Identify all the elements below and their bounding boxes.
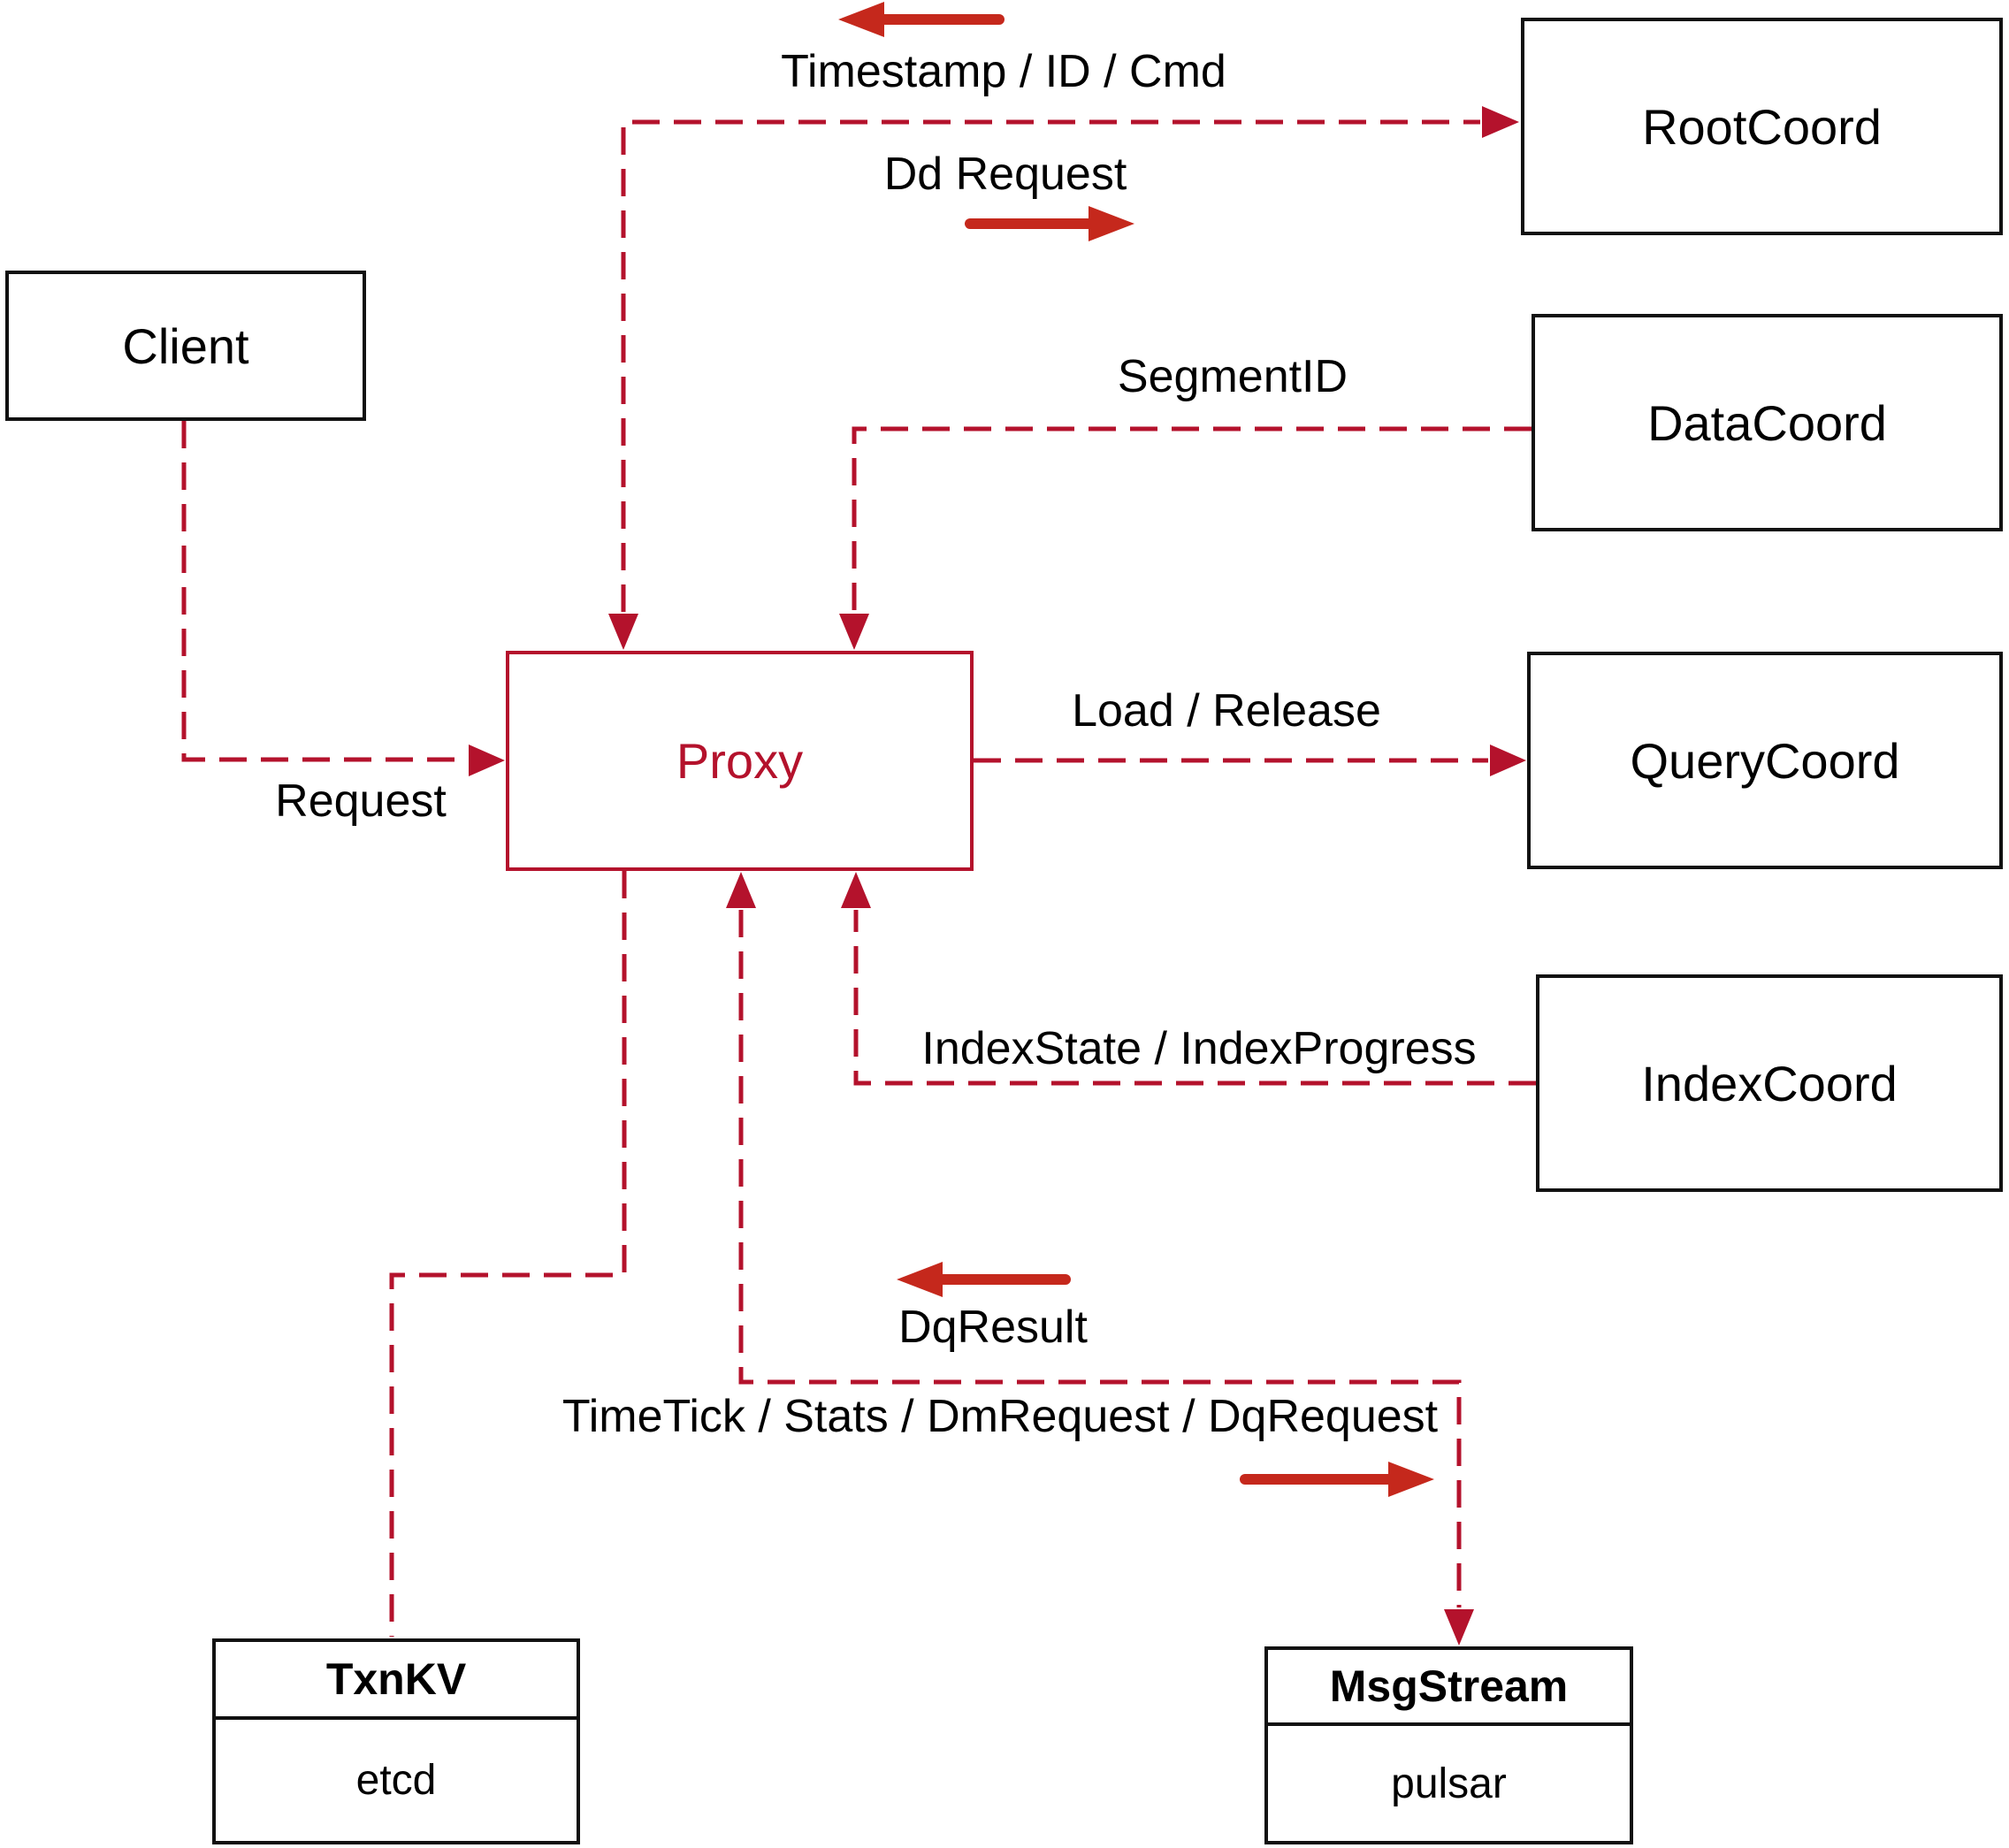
arrowhead-into-querycoord-icon	[1490, 745, 1526, 776]
connector-proxy-txnkv	[389, 871, 627, 1637]
arrowhead-into-rootcoord-icon	[1482, 106, 1519, 138]
txnkv-title: TxnKV	[216, 1642, 577, 1720]
proxy-label: Proxy	[676, 733, 804, 789]
edge-label-timetick-stats: TimeTick / Stats / DmRequest / DqRequest	[561, 1391, 1439, 1442]
datacoord-box: DataCoord	[1532, 314, 2003, 531]
proxy-box: Proxy	[506, 651, 974, 871]
dd-request-direction-right-arrow-icon	[965, 206, 1134, 241]
connector-datacoord-proxy	[852, 426, 1532, 612]
connector-indexcoord-proxy	[853, 910, 1536, 1086]
client-box: Client	[5, 271, 366, 421]
msgstream-box: MsgStream pulsar	[1264, 1646, 1633, 1844]
querycoord-box: QueryCoord	[1527, 652, 2003, 869]
msgstream-title: MsgStream	[1268, 1650, 1630, 1726]
msgstream-subtitle: pulsar	[1391, 1760, 1507, 1807]
timetick-direction-right-arrow-icon	[1240, 1462, 1434, 1497]
edge-label-index-state-progress: IndexState / IndexProgress	[921, 1023, 1477, 1074]
txnkv-box: TxnKV etcd	[212, 1638, 580, 1844]
arrowhead-into-proxy-top1-icon	[608, 614, 638, 650]
connector-client-proxy	[181, 421, 467, 762]
dqresult-direction-left-arrow-icon	[897, 1262, 1071, 1297]
arrowhead-into-msgstream-icon	[1444, 1609, 1474, 1646]
edge-label-dd-request: Dd Request	[883, 149, 1127, 200]
rootcoord-label: RootCoord	[1642, 98, 1882, 155]
rootcoord-box: RootCoord	[1521, 18, 2003, 235]
arrowhead-into-proxy-bottom1-icon	[726, 872, 756, 908]
edge-label-dq-result: DqResult	[898, 1302, 1088, 1353]
indexcoord-box: IndexCoord	[1536, 974, 2003, 1192]
arrowhead-into-proxy-left-icon	[469, 745, 505, 776]
client-label: Client	[122, 317, 249, 374]
datacoord-label: DataCoord	[1647, 394, 1887, 451]
edge-label-request: Request	[275, 775, 447, 827]
edge-label-segment-id: SegmentID	[1117, 351, 1348, 402]
connector-proxy-msgstream	[738, 910, 1462, 1607]
indexcoord-label: IndexCoord	[1641, 1055, 1898, 1111]
timestamp-direction-left-arrow-icon	[838, 2, 1004, 37]
connector-proxy-rootcoord	[621, 119, 1480, 612]
txnkv-subtitle: etcd	[355, 1757, 437, 1804]
edge-label-timestamp-id-cmd: Timestamp / ID / Cmd	[781, 46, 1226, 97]
arrowhead-into-proxy-top2-icon	[839, 614, 869, 650]
querycoord-label: QueryCoord	[1630, 732, 1900, 789]
arrowhead-into-proxy-bottom2-icon	[841, 872, 871, 908]
edge-label-load-release: Load / Release	[1072, 685, 1381, 737]
